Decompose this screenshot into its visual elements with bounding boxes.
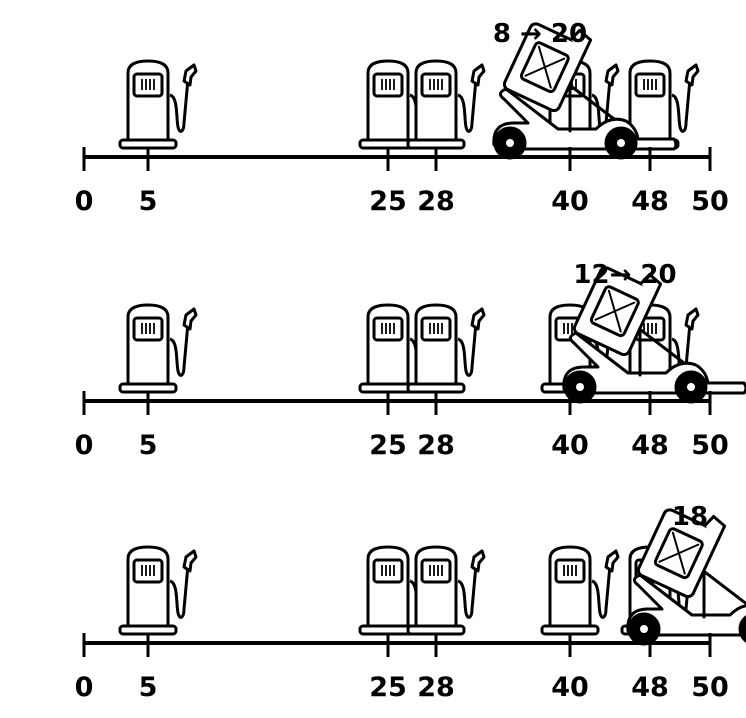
pump-nozzle [604,549,620,573]
pump-base [118,624,178,636]
jerrycan-icon [636,508,727,599]
pump-base [406,382,466,394]
fuel-label: 12→ 20 [573,260,676,290]
pump-display [420,558,452,584]
tick-label: 40 [551,186,589,217]
pump-nozzle [182,63,198,87]
cart-with-jerrycan-icon [562,266,746,404]
tick-label: 5 [139,672,158,703]
pump-base [540,624,600,636]
pump-display [372,558,404,584]
tick-label: 28 [417,430,455,461]
pump-hose [591,564,612,619]
tick-label: 0 [75,672,94,703]
fuel-label: 18 [672,502,708,532]
pump-display [420,72,452,98]
pump-display [372,316,404,342]
number-line-row-2: 12→ 20 0 5 25 28 40 48 50 [75,260,746,461]
pump-base [118,138,178,150]
tick-label: 50 [691,186,729,217]
tick-label: 48 [631,430,669,461]
gas-pump-icon [540,545,620,636]
pump-display [132,72,164,98]
gas-pump-icon [358,303,438,394]
pump-hose [169,564,190,619]
jerrycan-icon [572,266,663,357]
pump-display [554,558,586,584]
pump-display [420,316,452,342]
fuel-label: 8 → 20 [493,19,587,49]
tick-label: 0 [75,186,94,217]
gas-pump-icon [118,59,198,150]
pump-display [634,72,666,98]
number-line-row-1: 8 → 20 0 5 25 28 40 48 50 [75,19,729,217]
gas-pump-icon [406,545,486,636]
pump-hose [457,564,478,619]
tick-label: 40 [551,430,589,461]
tick-label: 50 [691,672,729,703]
pump-hose [457,78,478,133]
gas-pump-icon [118,303,198,394]
tick-label: 40 [551,672,589,703]
tick-label: 5 [139,186,158,217]
pump-display [372,72,404,98]
tick-label: 5 [139,430,158,461]
gas-pump-icon [358,59,438,150]
gas-pump-icon [406,59,486,150]
cart-with-jerrycan-icon [492,22,678,160]
tick-label: 25 [369,186,407,217]
tick-label: 28 [417,186,455,217]
tick-label: 50 [691,430,729,461]
pump-hose [169,78,190,133]
tick-label: 25 [369,430,407,461]
tick-label: 48 [631,186,669,217]
number-line-row-3: 18 0 5 25 28 40 48 50 [75,502,746,703]
jerrycan-icon [502,22,593,113]
pump-nozzle [470,307,486,331]
gas-pump-icon [118,545,198,636]
pump-nozzle [182,549,198,573]
pump-base [406,624,466,636]
pump-hose [169,322,190,377]
tick-label: 0 [75,430,94,461]
tick-label: 48 [631,672,669,703]
pump-base [118,382,178,394]
pump-display [132,316,164,342]
pump-nozzle [604,63,620,87]
pump-hose [671,78,692,133]
pump-display [132,558,164,584]
pump-nozzle [684,307,700,331]
pump-nozzle [684,63,700,87]
gas-pump-icon [406,303,486,394]
pump-nozzle [470,63,486,87]
pump-hose [457,322,478,377]
tick-label: 28 [417,672,455,703]
tick-label: 25 [369,672,407,703]
pump-base [406,138,466,150]
cart-wheel [738,615,746,643]
cart-with-jerrycan-icon [626,508,746,646]
pump-nozzle [470,549,486,573]
pump-nozzle [182,307,198,331]
